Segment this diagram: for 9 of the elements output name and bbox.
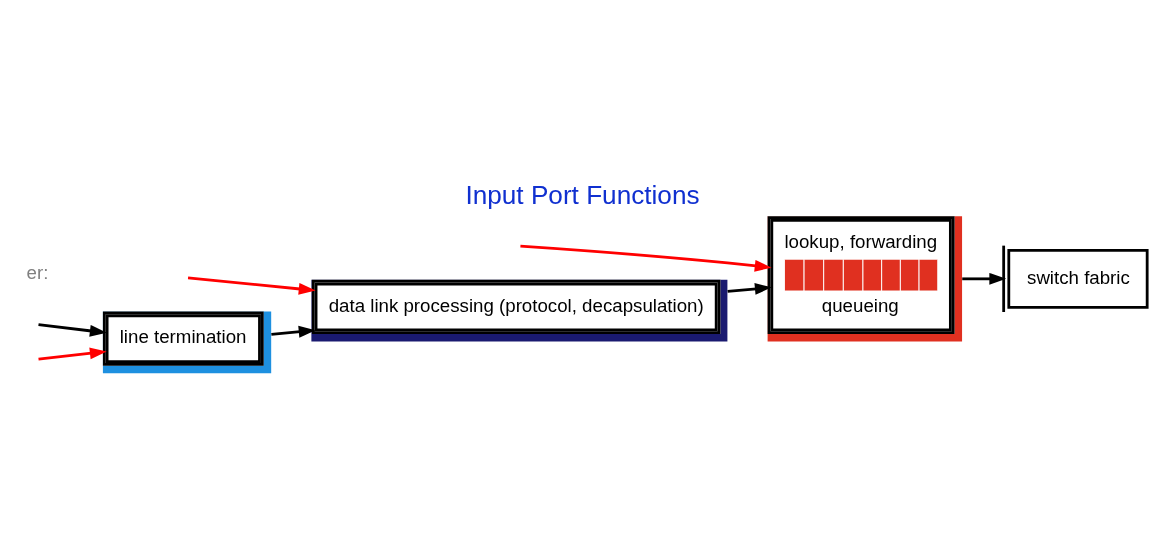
arrow — [38, 347, 107, 361]
arrow — [520, 244, 772, 272]
arrow — [962, 272, 1007, 285]
arrow — [727, 283, 772, 295]
arrow — [271, 325, 316, 338]
diagram-title: Input Port Functions — [465, 180, 700, 211]
arrow — [38, 323, 107, 337]
arrow — [187, 276, 316, 295]
label: er: — [26, 261, 49, 283]
